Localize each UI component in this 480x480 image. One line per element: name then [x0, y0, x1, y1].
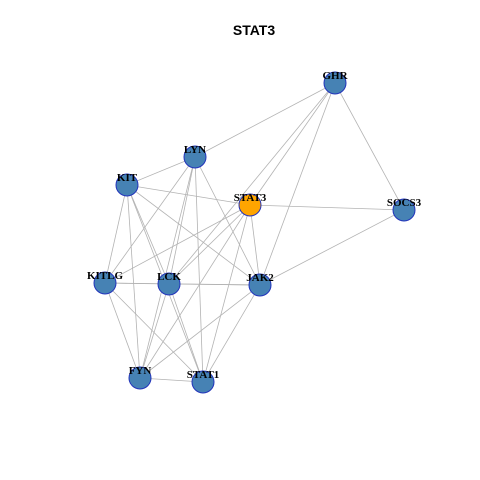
node-jak2: [248, 273, 272, 297]
edge-jak2-stat1: [202, 284, 261, 383]
edge-stat3-socs3: [249, 204, 405, 211]
edge-stat3-stat1: [202, 204, 251, 383]
edge-lyn-stat1: [194, 156, 204, 383]
edge-lyn-kit: [126, 156, 196, 186]
edge-stat3-fyn: [139, 204, 251, 379]
edge-kit-kitlg: [104, 184, 128, 284]
edge-lyn-fyn: [139, 156, 196, 379]
edge-kitlg-fyn: [104, 282, 141, 379]
node-label-kitlg: KITLG: [87, 270, 124, 282]
node-stat3: [238, 193, 262, 217]
node-label-stat3: STAT3: [234, 192, 267, 204]
edge-lck-jak2: [168, 283, 261, 286]
node-label-lyn: LYN: [184, 144, 206, 156]
node-socs3: [392, 198, 416, 222]
edge-socs3-jak2: [259, 209, 405, 286]
node-label-fyn: FYN: [129, 365, 152, 377]
edge-lyn-lck: [168, 156, 196, 285]
node-lck: [157, 272, 181, 296]
node-kitlg: [93, 271, 117, 295]
node-kit: [115, 173, 139, 197]
node-stat1: [191, 370, 215, 394]
edge-layer: [104, 82, 405, 383]
edge-stat3-jak2: [249, 204, 261, 286]
edge-ghr-stat3: [249, 82, 336, 206]
edge-lyn-jak2: [194, 156, 261, 286]
edge-lyn-kitlg: [104, 156, 196, 284]
node-label-jak2: JAK2: [246, 272, 274, 284]
node-label-kit: KIT: [117, 172, 138, 184]
edge-lck-fyn: [139, 283, 170, 379]
node-layer: [93, 71, 416, 394]
edge-ghr-lck: [168, 82, 336, 285]
edge-lck-stat1: [168, 283, 204, 383]
edge-ghr-jak2: [259, 82, 336, 286]
edge-ghr-socs3: [334, 82, 405, 211]
diagram-title: STAT3: [233, 22, 275, 38]
node-ghr: [323, 71, 347, 95]
edge-jak2-fyn: [139, 284, 261, 379]
node-fyn: [128, 366, 152, 390]
edge-ghr-lyn: [194, 82, 336, 158]
edge-stat3-kitlg: [104, 204, 251, 284]
edge-kit-lck: [126, 184, 170, 285]
node-label-lck: LCK: [157, 271, 181, 283]
edge-stat3-lck: [168, 204, 251, 285]
node-label-socs3: SOCS3: [387, 197, 422, 209]
node-lyn: [183, 145, 207, 169]
node-label-stat1: STAT1: [187, 369, 220, 381]
node-label-ghr: GHR: [322, 70, 348, 82]
edge-kit-fyn: [126, 184, 141, 379]
edge-kit-stat3: [126, 184, 251, 206]
